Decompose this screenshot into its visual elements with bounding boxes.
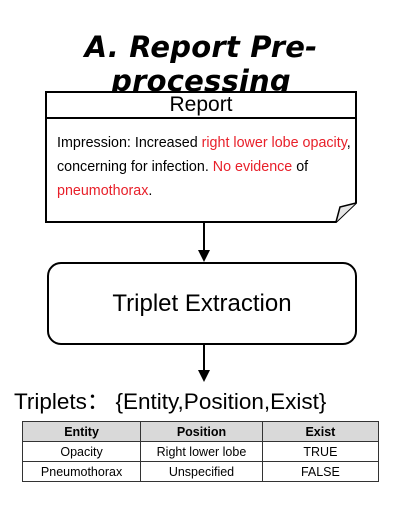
- report-highlight-entity: pneumothorax: [57, 183, 149, 199]
- triplets-schema-line: Triplets：{Entity,Position,Exist}: [14, 384, 402, 416]
- cell-position: Unspecified: [140, 461, 263, 482]
- column-header-position: Position: [140, 421, 263, 442]
- report-text-segment: Impression: Increased: [57, 135, 202, 151]
- report-header: Report: [169, 93, 233, 116]
- table-row: Pneumothorax Unspecified FALSE: [21, 461, 380, 482]
- column-header-entity: Entity: [21, 421, 142, 442]
- cell-exist: TRUE: [261, 441, 380, 462]
- arrow-report-to-extraction: [198, 222, 210, 262]
- table-row: Opacity Right lower lobe TRUE: [21, 441, 380, 462]
- cell-entity: Pneumothorax: [21, 461, 142, 482]
- report-text: Impression: Increased right lower lobe o…: [57, 131, 353, 203]
- figure-title: A. Report Pre-processing: [84, 30, 318, 98]
- cell-position: Right lower lobe: [140, 441, 263, 462]
- report-text-segment: of: [292, 159, 309, 175]
- report-highlight-negation: No evidence: [212, 159, 293, 175]
- report-highlight-finding: right lower lobe opacity: [201, 135, 347, 151]
- report-document: Report Impression: Increased right lower…: [45, 91, 357, 223]
- table-header-row: Entity Position Exist: [21, 421, 380, 442]
- triplet-extraction-box: Triplet Extraction: [47, 262, 357, 345]
- report-text-segment: .: [148, 183, 153, 199]
- report-text-segment: , concerning for infection.: [57, 135, 351, 175]
- triplets-table: Entity Position Exist Opacity Right lowe…: [21, 421, 380, 482]
- cell-exist: FALSE: [261, 461, 380, 482]
- arrow-extraction-to-triplets: [198, 345, 210, 382]
- triplets-schema: {Entity,Position,Exist}: [115, 389, 327, 414]
- column-header-exist: Exist: [261, 421, 380, 442]
- cell-entity: Opacity: [21, 441, 142, 462]
- report-document-outline: [45, 91, 357, 223]
- triplets-label: Triplets：: [14, 389, 110, 414]
